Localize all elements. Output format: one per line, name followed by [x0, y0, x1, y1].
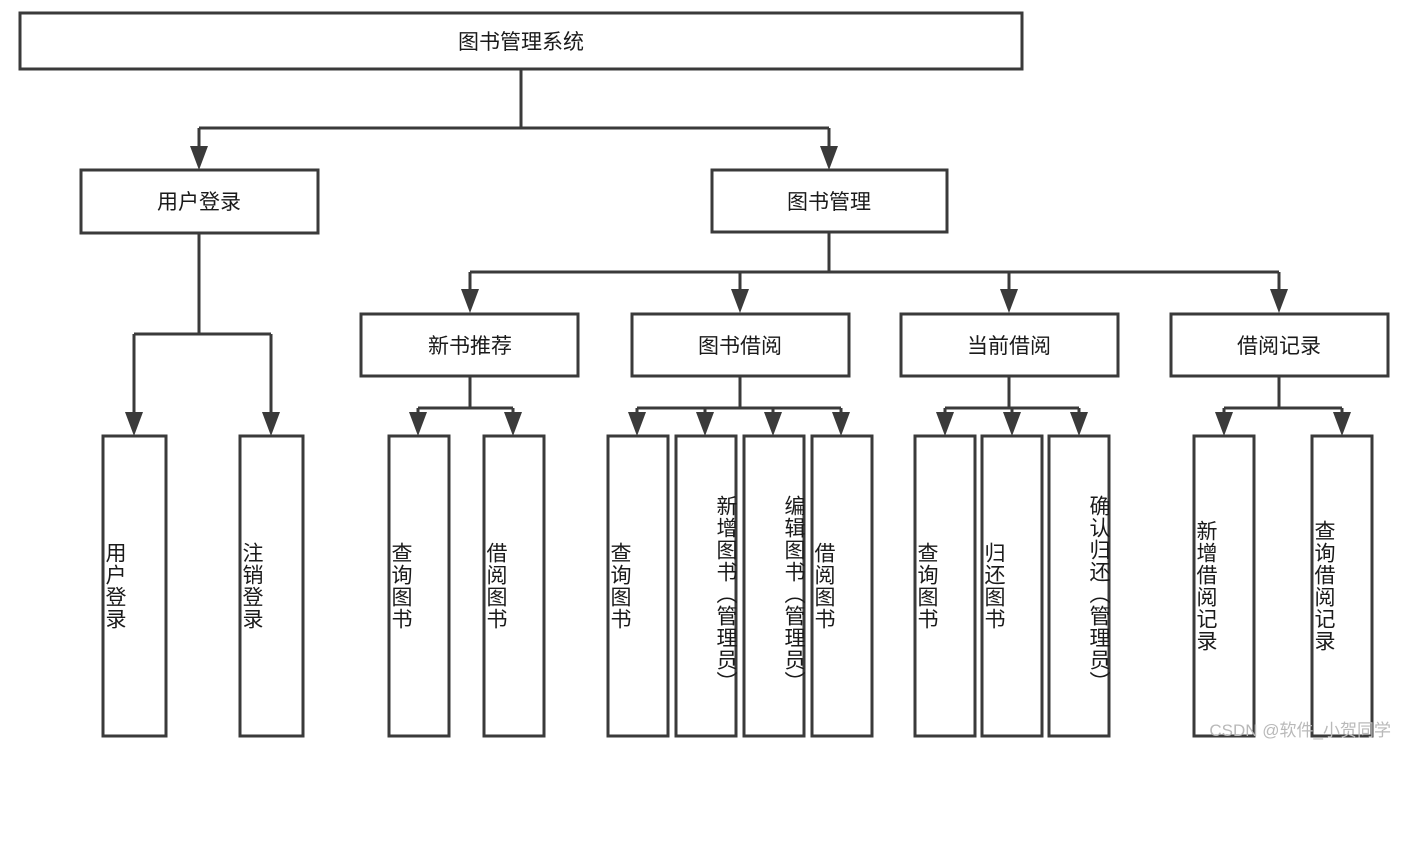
arrow-record	[1270, 289, 1288, 313]
node-user-login-label: 用户登录	[157, 191, 241, 214]
node-user-login[interactable]	[79, 168, 320, 235]
node-current-borrow-label: 当前借阅	[967, 335, 1051, 358]
arrow-leaf-logout	[262, 412, 280, 436]
node-book-borrow-label: 图书借阅	[698, 335, 782, 358]
leaf-box-book-borrow-0[interactable]	[606, 434, 670, 738]
arrow-br-leaf2	[1333, 412, 1351, 436]
arrow-new-book	[461, 289, 479, 313]
leaf-box-book-borrow-2[interactable]	[742, 434, 806, 738]
edges-layer	[125, 69, 1351, 436]
node-root[interactable]	[18, 11, 1024, 71]
node-current-borrow[interactable]	[899, 312, 1120, 378]
arrow-cb-leaf1	[936, 412, 954, 436]
arrow-book-mgmt	[820, 146, 838, 170]
nodes-layer: 图书管理系统 用户登录 图书管理 新书推荐 图书借阅 当前借阅 借阅记录	[18, 11, 1390, 738]
watermark-text: CSDN @软件_小贺同学	[1209, 721, 1391, 740]
edge-book-mgmt-bus	[470, 232, 1279, 274]
edge-root-bus	[199, 69, 829, 130]
node-borrow-record[interactable]	[1169, 312, 1390, 378]
node-book-management-label: 图书管理	[787, 191, 871, 214]
leaf-box-borrow-record-0[interactable]	[1192, 434, 1256, 738]
leaf-box-current-borrow-2[interactable]	[1047, 434, 1111, 738]
node-new-book-recommend[interactable]	[359, 312, 580, 378]
arrow-bb-leaf3	[764, 412, 782, 436]
leaf-box-current-borrow-0[interactable]	[913, 434, 977, 738]
diagram-canvas: 图书管理系统 用户登录 图书管理 新书推荐 图书借阅 当前借阅 借阅记录	[18, 11, 1390, 738]
edge-record-bus	[1224, 376, 1342, 410]
leaf-box-current-borrow-1[interactable]	[980, 434, 1044, 738]
leaf-box-user-login-0[interactable]	[101, 434, 168, 738]
arrow-bb-leaf4	[832, 412, 850, 436]
arrow-cb-leaf3	[1070, 412, 1088, 436]
leaf-box-borrow-record-1[interactable]	[1310, 434, 1374, 738]
arrow-nb-leaf2	[504, 412, 522, 436]
node-new-book-recommend-label: 新书推荐	[428, 335, 512, 358]
node-borrow-record-label: 借阅记录	[1237, 335, 1321, 358]
arrow-br-leaf1	[1215, 412, 1233, 436]
leaf-box-new-book-1[interactable]	[482, 434, 546, 738]
node-book-management[interactable]	[710, 168, 949, 234]
node-book-borrow[interactable]	[630, 312, 851, 378]
arrow-leaf-user-login	[125, 412, 143, 436]
edge-user-login-bus	[134, 233, 271, 336]
leaf-box-book-borrow-1[interactable]	[674, 434, 738, 738]
edge-new-book-bus	[418, 376, 513, 410]
functional-structure-diagram: 图书管理系统 用户登录 图书管理 新书推荐 图书借阅 当前借阅 借阅记录	[18, 11, 1391, 740]
arrow-bb-leaf2	[696, 412, 714, 436]
leaf-box-user-login-1[interactable]	[238, 434, 305, 738]
edge-borrow-bus	[637, 376, 841, 410]
arrow-current	[1000, 289, 1018, 313]
edge-current-bus	[945, 376, 1079, 410]
leaf-box-new-book-0[interactable]	[387, 434, 451, 738]
arrow-cb-leaf2	[1003, 412, 1021, 436]
leaf-box-book-borrow-3[interactable]	[810, 434, 874, 738]
arrow-user-login	[190, 146, 208, 170]
arrow-borrow	[731, 289, 749, 313]
arrow-nb-leaf1	[409, 412, 427, 436]
arrow-bb-leaf1	[628, 412, 646, 436]
node-root-label: 图书管理系统	[458, 31, 584, 54]
